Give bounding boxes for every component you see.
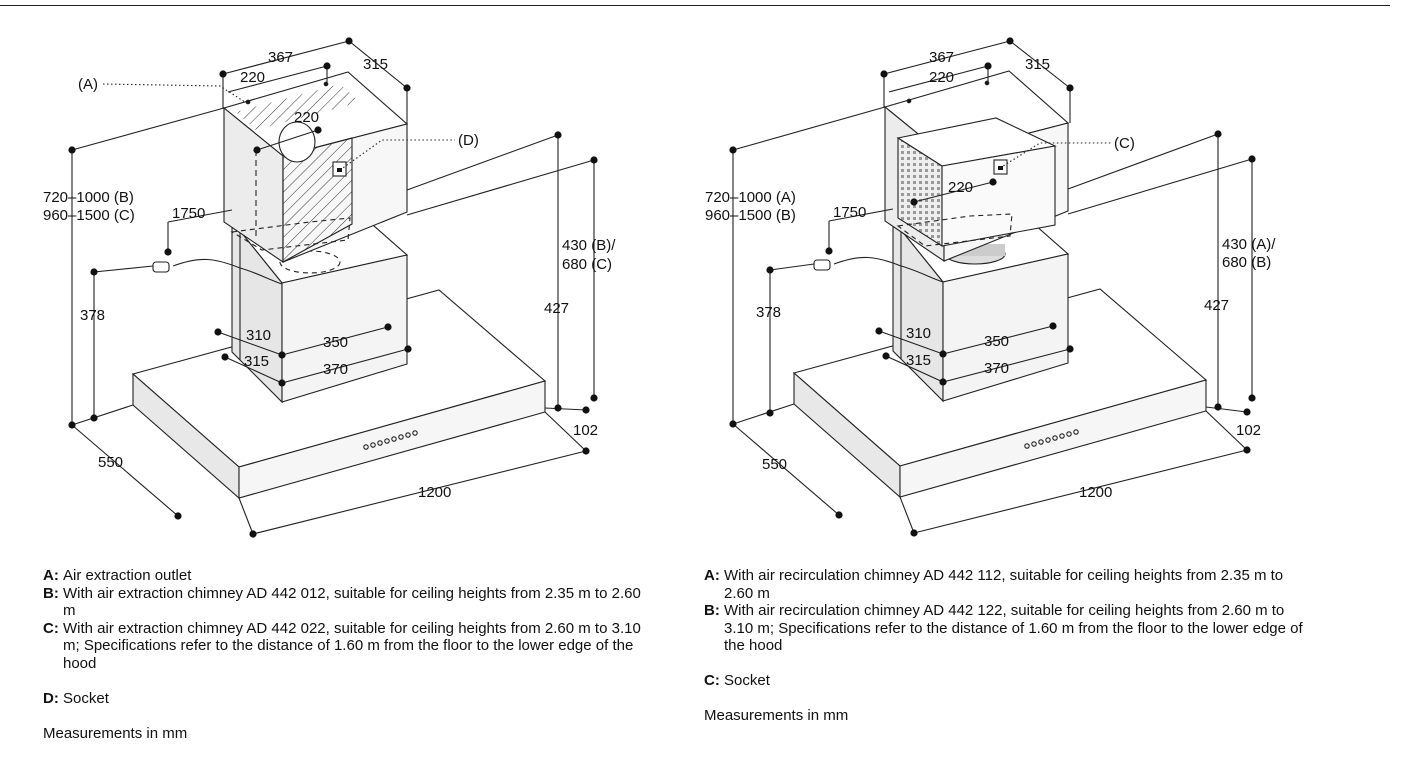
right-dim-350: 350 bbox=[984, 333, 1009, 350]
left-legend-item-a: A:Air extraction outlet bbox=[43, 567, 192, 584]
left-marker-a: (A) bbox=[78, 76, 98, 93]
left-dim-outlet-220: 220 bbox=[294, 109, 319, 126]
right-dimension-dots bbox=[729, 37, 1256, 537]
left-dim-102: 102 bbox=[573, 422, 598, 439]
left-measurement-note: Measurements in mm bbox=[43, 724, 188, 742]
right-dim-378: 378 bbox=[756, 304, 781, 321]
left-dim-1200: 1200 bbox=[418, 484, 451, 501]
right-dim-315b: 315 bbox=[906, 352, 931, 369]
left-chimney-range-1: 430 (B)/ bbox=[562, 237, 616, 254]
right-height-range-1: 720–1000 (A) bbox=[705, 189, 796, 206]
right-height-range-2: 960–1500 (B) bbox=[705, 207, 796, 224]
left-dim-1750: 1750 bbox=[172, 205, 205, 222]
left-legend-item-d: D:Socket bbox=[43, 689, 109, 707]
right-measurement-note: Measurements in mm bbox=[704, 707, 849, 724]
right-legend-item-b: B:With air recirculation chimney AD 442 … bbox=[704, 602, 1303, 654]
left-height-range-2: 960–1500 (C) bbox=[43, 207, 135, 224]
left-legend-item-c: C:With air extraction chimney AD 442 022… bbox=[43, 619, 641, 672]
right-dim-outlet-220: 220 bbox=[948, 179, 973, 196]
right-dim-1750: 1750 bbox=[833, 204, 866, 221]
left-dim-315: 315 bbox=[363, 56, 388, 73]
left-dim-427: 427 bbox=[544, 300, 569, 317]
right-dim-550: 550 bbox=[762, 456, 787, 473]
right-legend-item-c: C:Socket bbox=[704, 672, 770, 689]
left-dimension-dots bbox=[68, 37, 598, 538]
left-dim-310: 310 bbox=[246, 327, 271, 344]
right-chimney-range-1: 430 (A)/ bbox=[1222, 236, 1276, 253]
right-control-buttons bbox=[1024, 429, 1079, 449]
left-height-range-1: 720–1000 (B) bbox=[43, 189, 134, 206]
right-legend: A:With air recirculation chimney AD 442 … bbox=[704, 567, 1304, 725]
right-dim-102: 102 bbox=[1236, 422, 1261, 439]
right-dimension-lines bbox=[732, 40, 1253, 534]
right-power-cable bbox=[813, 256, 944, 283]
right-dim-220: 220 bbox=[929, 69, 954, 86]
left-dimension-lines bbox=[71, 40, 595, 535]
dimension-drawings: (A) (D) 367 220 315 220 720–1000 (B) 960… bbox=[43, 37, 1276, 538]
right-dim-1200: 1200 bbox=[1079, 484, 1112, 501]
left-dim-550: 550 bbox=[98, 454, 123, 471]
right-dim-310: 310 bbox=[906, 325, 931, 342]
right-dim-367: 367 bbox=[929, 49, 954, 66]
right-dim-427: 427 bbox=[1204, 297, 1229, 314]
left-dim-350: 350 bbox=[323, 334, 348, 351]
right-recirculation-module bbox=[896, 117, 1057, 248]
left-dim-220: 220 bbox=[240, 69, 265, 86]
right-chimney-range-2: 680 (B) bbox=[1222, 254, 1271, 271]
left-dim-367: 367 bbox=[268, 49, 293, 66]
left-hood-diagram bbox=[68, 37, 598, 538]
left-legend-item-b: B:With air extraction chimney AD 442 012… bbox=[43, 584, 641, 620]
left-legend: A:Air extraction outlet B:With air extra… bbox=[43, 567, 643, 742]
top-rule bbox=[0, 5, 1390, 6]
right-marker-c: (C) bbox=[1114, 135, 1135, 152]
left-chimney-range-2: 680 (C) bbox=[562, 256, 612, 273]
right-dim-370: 370 bbox=[984, 360, 1009, 377]
right-hood-diagram bbox=[729, 37, 1256, 537]
left-power-cable bbox=[152, 258, 283, 285]
left-dim-370: 370 bbox=[323, 361, 348, 378]
right-dim-315: 315 bbox=[1025, 56, 1050, 73]
left-control-buttons bbox=[363, 430, 418, 450]
left-upper-chimney bbox=[222, 71, 409, 264]
right-legend-item-a: A:With air recirculation chimney AD 442 … bbox=[704, 567, 1284, 602]
left-dim-315b: 315 bbox=[244, 353, 269, 370]
left-marker-d: (D) bbox=[458, 132, 479, 149]
left-dim-378: 378 bbox=[80, 307, 105, 324]
